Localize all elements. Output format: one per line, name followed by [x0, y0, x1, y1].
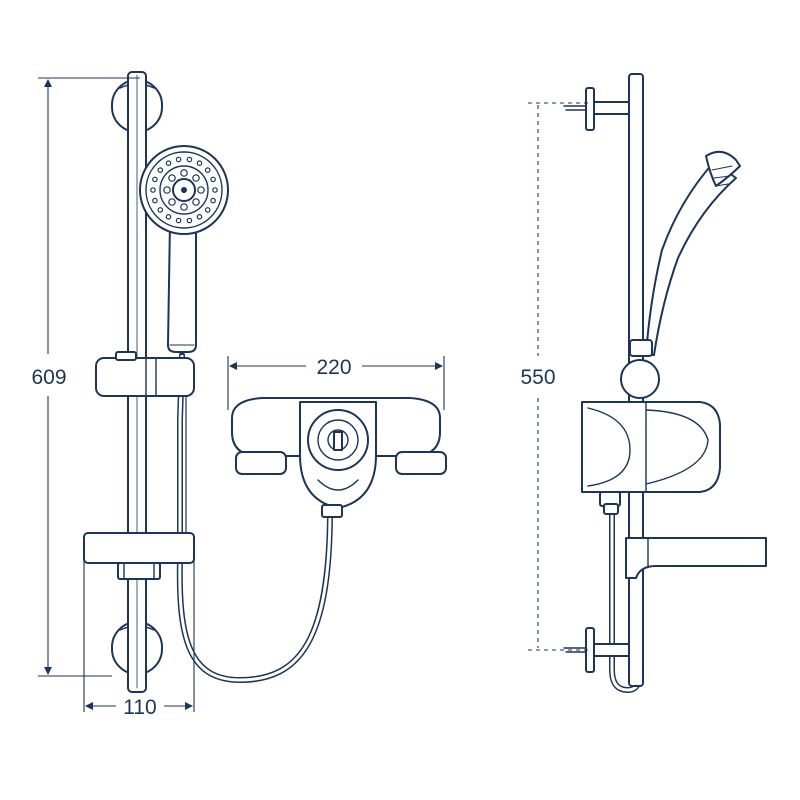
dimension-label-110: 110 — [123, 696, 156, 719]
nozzle — [175, 217, 182, 224]
nozzle — [150, 187, 156, 193]
nozzle — [197, 186, 205, 194]
nozzle — [165, 214, 172, 220]
dimension-609 — [38, 77, 140, 677]
side-bottom-fixing — [563, 627, 631, 673]
nozzle — [210, 176, 216, 183]
side-top-fixing — [563, 87, 631, 131]
side-slider-ball — [620, 359, 660, 399]
nozzle — [204, 167, 211, 173]
handset-head — [139, 145, 229, 235]
right-lever — [395, 451, 447, 475]
side-mixer — [581, 401, 721, 515]
nozzle — [152, 197, 158, 204]
nozzle — [212, 187, 218, 193]
shower-hose-inner — [178, 354, 332, 682]
dimension-550 — [528, 102, 588, 651]
nozzle — [157, 167, 164, 173]
side-handset — [629, 150, 741, 357]
nozzle — [192, 198, 200, 206]
nozzle — [186, 156, 193, 163]
dimension-110 — [83, 560, 195, 712]
nozzle — [196, 214, 203, 220]
nozzle — [168, 174, 176, 182]
nozzle — [180, 169, 188, 177]
side-view — [528, 73, 767, 694]
left-lever — [235, 451, 287, 475]
nozzle — [186, 217, 193, 224]
nozzle — [165, 160, 172, 167]
outlet-nut — [321, 504, 343, 518]
nozzle — [192, 174, 200, 182]
nozzle — [204, 207, 211, 213]
side-soap-dish — [625, 537, 767, 579]
soap-dish — [83, 532, 195, 580]
nozzle — [168, 198, 176, 206]
dimension-label-220: 220 — [316, 356, 351, 379]
bar-mixer — [231, 397, 447, 518]
handset-handle — [167, 221, 197, 353]
nozzle — [152, 176, 158, 183]
slider-bracket — [95, 351, 195, 397]
front-view — [38, 71, 447, 712]
dimension-220 — [227, 356, 445, 410]
dimension-label-609: 609 — [31, 366, 66, 389]
nozzle — [210, 197, 216, 204]
dimension-label-550: 550 — [520, 366, 555, 389]
nozzle — [196, 160, 203, 167]
nozzle — [157, 207, 164, 213]
nozzle — [163, 186, 171, 194]
nozzle — [175, 156, 182, 163]
nozzle — [180, 203, 188, 211]
